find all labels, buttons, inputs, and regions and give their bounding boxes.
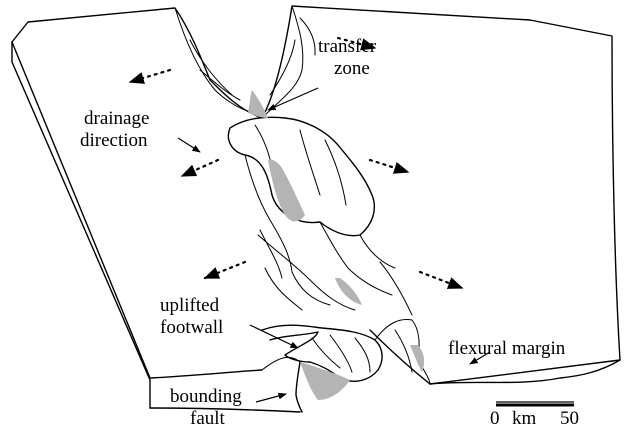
scarp-shading — [248, 90, 424, 400]
leader-arrows — [178, 88, 490, 402]
label-direction: direction — [80, 130, 148, 151]
drainage-arrow-mid-right — [370, 160, 408, 172]
drainage-arrow-upper-left — [130, 70, 170, 82]
scale-bar-unit: km — [512, 408, 537, 429]
transfer-zone-arrow — [268, 88, 318, 110]
label-uplifted: uplifted — [160, 295, 220, 316]
label-footwall: footwall — [160, 317, 223, 338]
scale-bar: 0 km 50 — [490, 402, 579, 429]
label-transfer: transfer — [318, 36, 377, 57]
label-fault: fault — [190, 408, 226, 429]
drainage-arrow-mid-left — [182, 160, 218, 176]
drainage-arrows — [130, 38, 462, 288]
label-bounding: bounding — [170, 386, 242, 407]
drainage-arrow-lower-left — [205, 262, 245, 278]
drainage-direction-arrow — [178, 138, 200, 152]
bounding-fault-arrow — [256, 394, 286, 402]
drainage-arrow-lower-right — [420, 272, 462, 288]
label-zone: zone — [334, 58, 370, 79]
scale-bar-start: 0 — [490, 408, 500, 429]
bounding-fault-line — [296, 362, 302, 412]
label-flexural-margin: flexural margin — [448, 338, 566, 359]
label-drainage: drainage — [84, 108, 149, 129]
scale-bar-end: 50 — [560, 408, 579, 429]
